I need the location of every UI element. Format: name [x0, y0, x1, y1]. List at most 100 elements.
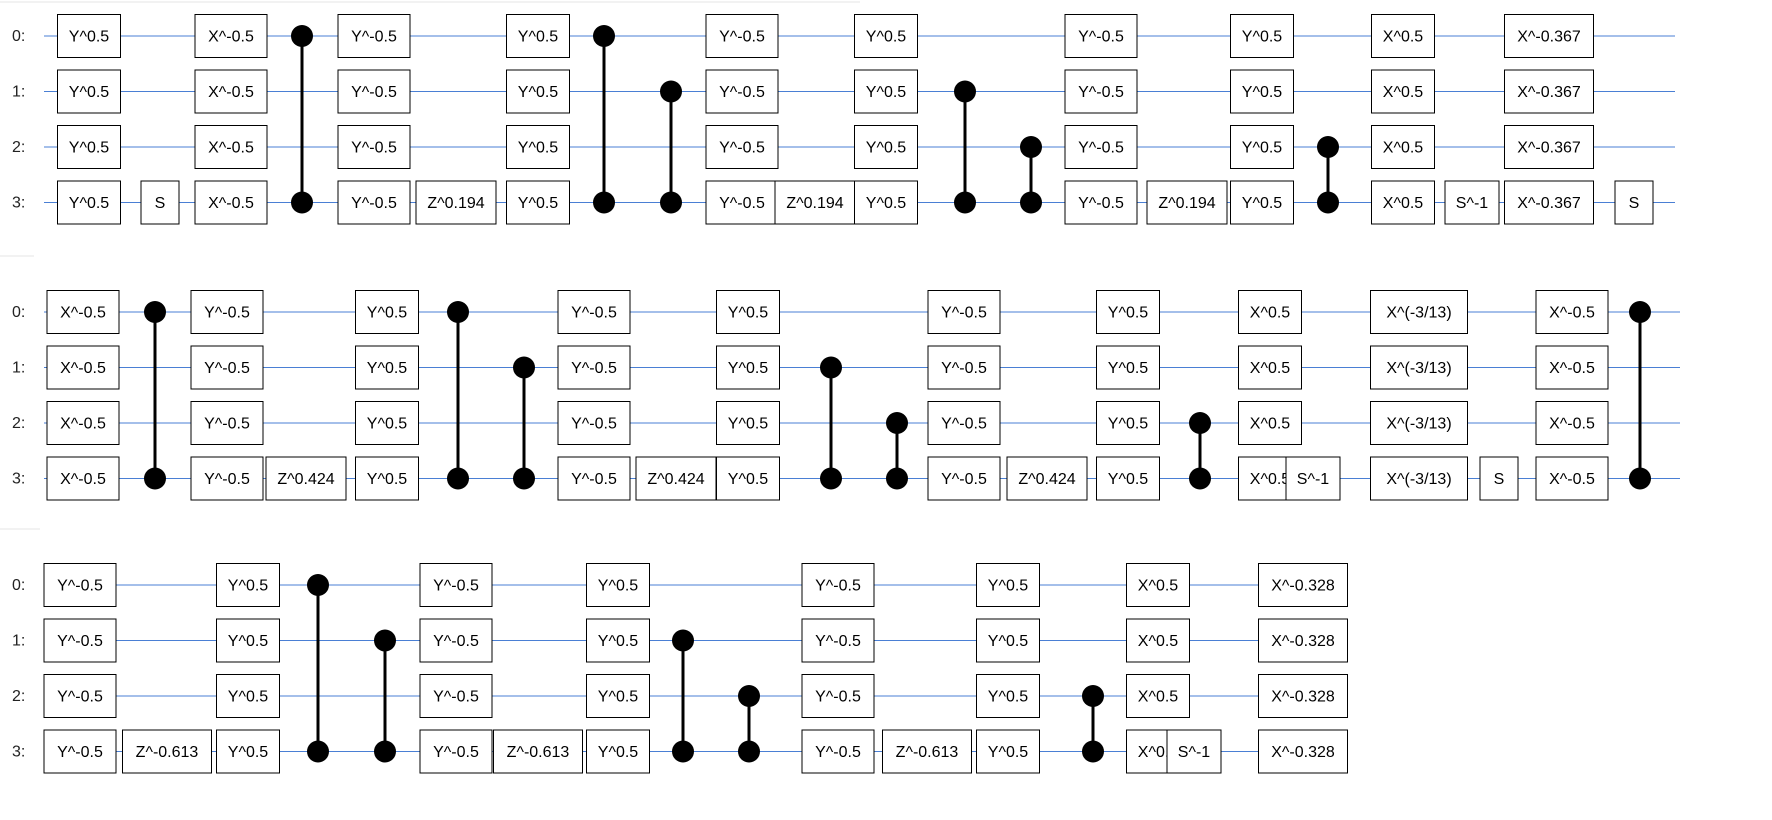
gate-label: Y^0.5 [228, 633, 269, 650]
gate: Y^0.5 [216, 674, 280, 718]
gate: Y^-0.5 [419, 618, 493, 663]
gate-label: Y^0.5 [598, 578, 639, 595]
gate-box [43, 618, 117, 663]
gate-box [1285, 456, 1341, 501]
gate: X^-0.5 [46, 345, 120, 390]
gate-box [927, 456, 1001, 501]
gate-box [716, 290, 780, 334]
gate-label: X^0.5 [1250, 416, 1291, 433]
gate-label: X^0.5 [1250, 305, 1291, 322]
gate-box [355, 345, 419, 390]
control-dot [374, 740, 396, 763]
gate-box [557, 401, 631, 445]
control-dot [660, 80, 682, 103]
gate-label: Y^-0.5 [815, 689, 861, 706]
gate-label: X^-0.5 [60, 305, 106, 322]
gate: Y^-0.5 [557, 401, 631, 445]
gate-label: Y^0.5 [1242, 84, 1283, 101]
gate-label: X^-0.328 [1271, 578, 1335, 595]
gate: Y^-0.5 [801, 618, 875, 663]
gate-box [57, 14, 121, 58]
gate: Y^-0.5 [419, 674, 493, 718]
cz-gate [738, 685, 760, 763]
control-dot [820, 356, 842, 379]
gate: Y^0.5 [1230, 180, 1294, 225]
gate: Z^0.194 [415, 180, 497, 225]
gate-label: Y^-0.5 [204, 360, 250, 377]
gate: Y^-0.5 [557, 456, 631, 501]
gate-box [1006, 456, 1088, 501]
qubit-label: 3: [12, 195, 25, 212]
gate-label: Y^-0.5 [433, 689, 479, 706]
gate-label: S [1494, 471, 1505, 488]
gate-box [337, 69, 411, 114]
gate-box [774, 180, 856, 225]
gate-label: S^-1 [1178, 744, 1211, 761]
gate-label: Y^0.5 [69, 195, 110, 212]
gate: Y^-0.5 [705, 125, 779, 169]
gate: X^0.5 [1371, 14, 1435, 58]
gate: Y^0.5 [716, 290, 780, 334]
gate: Y^-0.5 [557, 345, 631, 390]
gate: Y^0.5 [586, 729, 650, 774]
control-dot [1082, 685, 1104, 707]
gate-label: X^0.5 [1383, 29, 1424, 46]
cz-gate [954, 80, 976, 214]
gate: Y^0.5 [506, 69, 570, 114]
gate-box [1444, 180, 1500, 225]
gate-label: Y^0.5 [367, 416, 408, 433]
control-dot [374, 629, 396, 652]
gate-label: X^0.5 [1383, 84, 1424, 101]
gate-label: Y^0.5 [228, 689, 269, 706]
qubit-label: 1: [12, 633, 25, 650]
gate-label: Y^-0.5 [719, 195, 765, 212]
gate: Y^0.5 [1096, 290, 1160, 334]
gate: X^(-3/13) [1370, 456, 1468, 501]
gate: Y^0.5 [216, 618, 280, 663]
gate-box [801, 563, 875, 607]
gate: Y^-0.5 [190, 456, 264, 501]
control-dot [738, 740, 760, 763]
gate-box [355, 290, 419, 334]
gate-box [1126, 618, 1190, 663]
cz-gate [1020, 136, 1042, 214]
gate: Y^-0.5 [927, 345, 1001, 390]
gate-box [506, 125, 570, 169]
gate-label: Y^0.5 [367, 360, 408, 377]
gate: X^-0.5 [46, 401, 120, 445]
gate-label: Y^0.5 [866, 195, 907, 212]
gate-box [716, 401, 780, 445]
gate-label: Y^0.5 [598, 744, 639, 761]
gate: X^0.5 [1371, 180, 1435, 225]
gate-label: Y^-0.5 [571, 305, 617, 322]
gate: X^-0.328 [1258, 729, 1348, 774]
qubit-label: 1: [12, 360, 25, 377]
gate-box [1230, 14, 1294, 58]
gate-label: X^(-3/13) [1386, 416, 1451, 433]
gate: Y^-0.5 [43, 563, 117, 607]
gate-box [1370, 345, 1468, 390]
qubit-label: 3: [12, 471, 25, 488]
gate: Y^0.5 [57, 125, 121, 169]
gate-box [265, 456, 347, 501]
gate: Y^0.5 [716, 345, 780, 390]
gate-label: Y^-0.5 [204, 471, 250, 488]
gate-label: X^-0.5 [1549, 416, 1595, 433]
gate-box [1166, 729, 1222, 774]
gate-label: Y^0.5 [518, 195, 559, 212]
gate-label: Y^-0.5 [815, 578, 861, 595]
gate: Y^0.5 [355, 345, 419, 390]
gate-label: Y^0.5 [518, 140, 559, 157]
gate: X^0.5 [1238, 345, 1302, 390]
gate-box [190, 401, 264, 445]
gate-box [1126, 674, 1190, 718]
gate-label: S [1629, 195, 1640, 212]
gate-label: X^-0.367 [1517, 195, 1581, 212]
gate-label: Y^-0.5 [815, 633, 861, 650]
gate-label: Z^0.424 [277, 471, 334, 488]
gate: X^-0.5 [194, 180, 268, 225]
gate-label: X^-0.328 [1271, 744, 1335, 761]
gate: Y^0.5 [355, 290, 419, 334]
